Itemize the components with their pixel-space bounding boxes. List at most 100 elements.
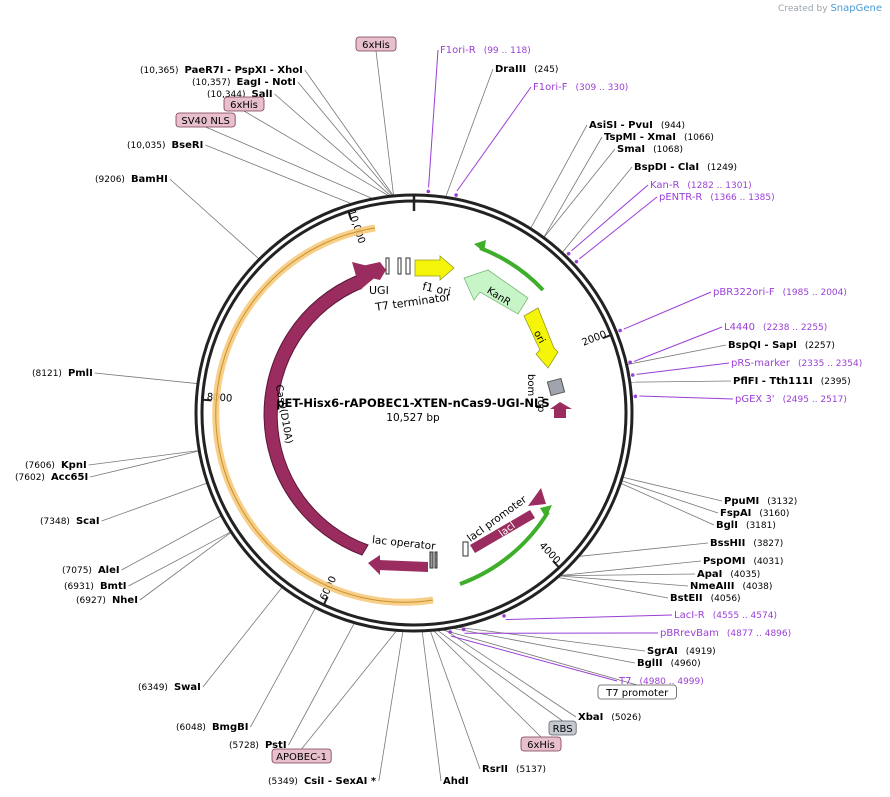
enzyme-leader — [623, 477, 723, 502]
enzyme-name: RsrII — [482, 764, 508, 775]
enzyme-site-label: NmeAIII(4038) — [690, 581, 772, 592]
enzyme-site-label: (6048)BmgBI — [176, 722, 248, 733]
enzyme-leader — [560, 560, 702, 576]
enzyme-name: SwaI — [174, 682, 201, 693]
primer-range: (309 .. 330) — [575, 83, 628, 93]
primer-binding-mark — [630, 373, 635, 377]
enzyme-leader — [579, 542, 709, 557]
primer-range: (1366 .. 1385) — [710, 193, 774, 203]
feature-box — [271, 748, 332, 764]
enzyme-position: (3827) — [753, 539, 783, 549]
enzyme-site-label: PpuMI(3132) — [724, 496, 797, 507]
f1-ori-label: f1 ori — [421, 280, 452, 299]
enzyme-leader — [90, 450, 199, 478]
enzyme-name: BamHI — [131, 174, 168, 185]
enzyme-name: SalI — [252, 89, 273, 100]
enzyme-name: ScaI — [76, 516, 100, 527]
enzyme-name: EagI - NotI — [237, 77, 296, 88]
enzyme-site-label: BglII(4960) — [637, 658, 701, 669]
enzyme-site-label: SmaI(1068) — [617, 144, 683, 155]
enzyme-site-label: BglI(3181) — [716, 520, 776, 531]
feature-box — [223, 96, 265, 112]
enzyme-position: (4035) — [730, 570, 760, 580]
enzyme-site-label: (5728) PstI — [229, 740, 287, 751]
enzyme-name: BmgBI — [212, 722, 249, 733]
enzyme-leader — [430, 631, 481, 770]
leader-lines — [88, 49, 734, 782]
enzyme-position: (4919) — [686, 647, 716, 657]
enzyme-site-label: SgrAI (4919) — [647, 646, 716, 657]
primer-label: T7(4980 .. 4999) — [618, 676, 704, 687]
ugi-feature — [362, 262, 386, 280]
enzyme-leader — [622, 480, 719, 514]
feature-box — [175, 112, 236, 128]
enzyme-position: (5137) — [516, 765, 546, 775]
feature-box-label: SV40 NLS — [181, 116, 230, 127]
primer-name: pRS-marker — [731, 358, 791, 369]
primer-binding-mark — [426, 189, 431, 194]
map-title: pET-Hisx6-rAPOBEC1-XTEN-nCas9-UGI-NLS — [276, 396, 549, 410]
enzyme-position: (3160) — [759, 509, 789, 519]
feature-box — [520, 736, 562, 752]
primer-name: T7 — [618, 676, 631, 687]
primer-range: (2335 .. 2354) — [798, 359, 862, 369]
primer-binding-mark — [618, 328, 622, 333]
enzyme-leader — [139, 532, 231, 601]
enzyme-name: AsiSI - PvuI — [589, 120, 653, 131]
enzyme-leader — [560, 575, 689, 587]
primer-label: F1ori-F(309 .. 330) — [533, 82, 628, 93]
primer-label: pENTR-R(1366 .. 1385) — [659, 192, 775, 203]
enzyme-position: (3181) — [746, 521, 776, 531]
primer-range: (99 .. 118) — [484, 46, 531, 56]
enzyme-position: (9206) — [95, 175, 125, 185]
enzyme-leader — [101, 482, 207, 522]
enzyme-leader — [560, 573, 696, 577]
primer-name: LacI-R — [674, 610, 705, 621]
enzyme-name: BmtI — [100, 581, 127, 592]
enzyme-name: CsiI - SexAI * — [304, 776, 377, 787]
enzyme-name: SgrAI — [647, 646, 678, 657]
top-small-marks — [385, 257, 469, 569]
feature-box-leader — [205, 126, 372, 199]
feature-box-leader — [433, 630, 542, 738]
enzyme-position: (10,365) — [140, 66, 179, 76]
feature-box — [597, 684, 677, 700]
enzyme-name: AhdI — [443, 776, 469, 787]
brand-name: SnapGene — [830, 3, 882, 14]
enzyme-name: PstI — [265, 740, 287, 751]
enzyme-site-label: (10,344)SalI — [207, 89, 273, 100]
enzyme-leader — [297, 81, 393, 196]
primer-range: (1282 .. 1301) — [687, 181, 751, 191]
enzyme-site-label: (9206) BamHI — [95, 174, 168, 185]
enzyme-site-label: (10,365) PaeR7I - PspXI - XhoI — [140, 65, 303, 76]
enzyme-leader — [458, 626, 646, 652]
enzyme-name: PpuMI — [724, 496, 759, 507]
primer-binding-mark — [502, 614, 506, 618]
feature-box-leader — [443, 629, 638, 686]
feature-box-leader — [437, 630, 563, 722]
bom-label: bom — [525, 374, 536, 396]
ori-label: ori — [531, 329, 547, 346]
enzyme-position: (1066) — [684, 133, 714, 143]
enzyme-name: DraIII — [495, 64, 526, 75]
enzyme-site-label: (7075)AleI — [62, 565, 120, 576]
enzyme-name: PaeR7I - PspXI - XhoI — [185, 65, 303, 76]
enzyme-site-label: (5349)CsiI - SexAI * — [268, 776, 377, 787]
primer-label: pBR322ori-F(1985 .. 2004) — [713, 287, 847, 298]
tick-mark — [602, 334, 612, 340]
primer-label: pRS-marker (2335 .. 2354) — [731, 358, 862, 369]
enzyme-leader — [205, 144, 351, 204]
enzyme-position: (7602) — [15, 473, 45, 483]
primer-range: (4877 .. 4896) — [727, 629, 791, 639]
enzyme-name: TspMI - XmaI — [604, 132, 676, 143]
enzyme-site-label: (7348)ScaI — [40, 516, 100, 527]
feature-box-leader — [243, 110, 389, 196]
tick-label: 4000 — [537, 540, 562, 566]
primer-label: pGEX 3'(2495 .. 2517) — [735, 394, 847, 405]
primer-name: pGEX 3' — [735, 394, 775, 405]
enzyme-site-label: (7606)KpnI — [25, 460, 87, 471]
enzyme-position: (5728) — [229, 741, 259, 751]
enzyme-leader — [421, 631, 442, 782]
primer-leader — [579, 196, 658, 260]
primer-binding-mark — [574, 259, 579, 264]
